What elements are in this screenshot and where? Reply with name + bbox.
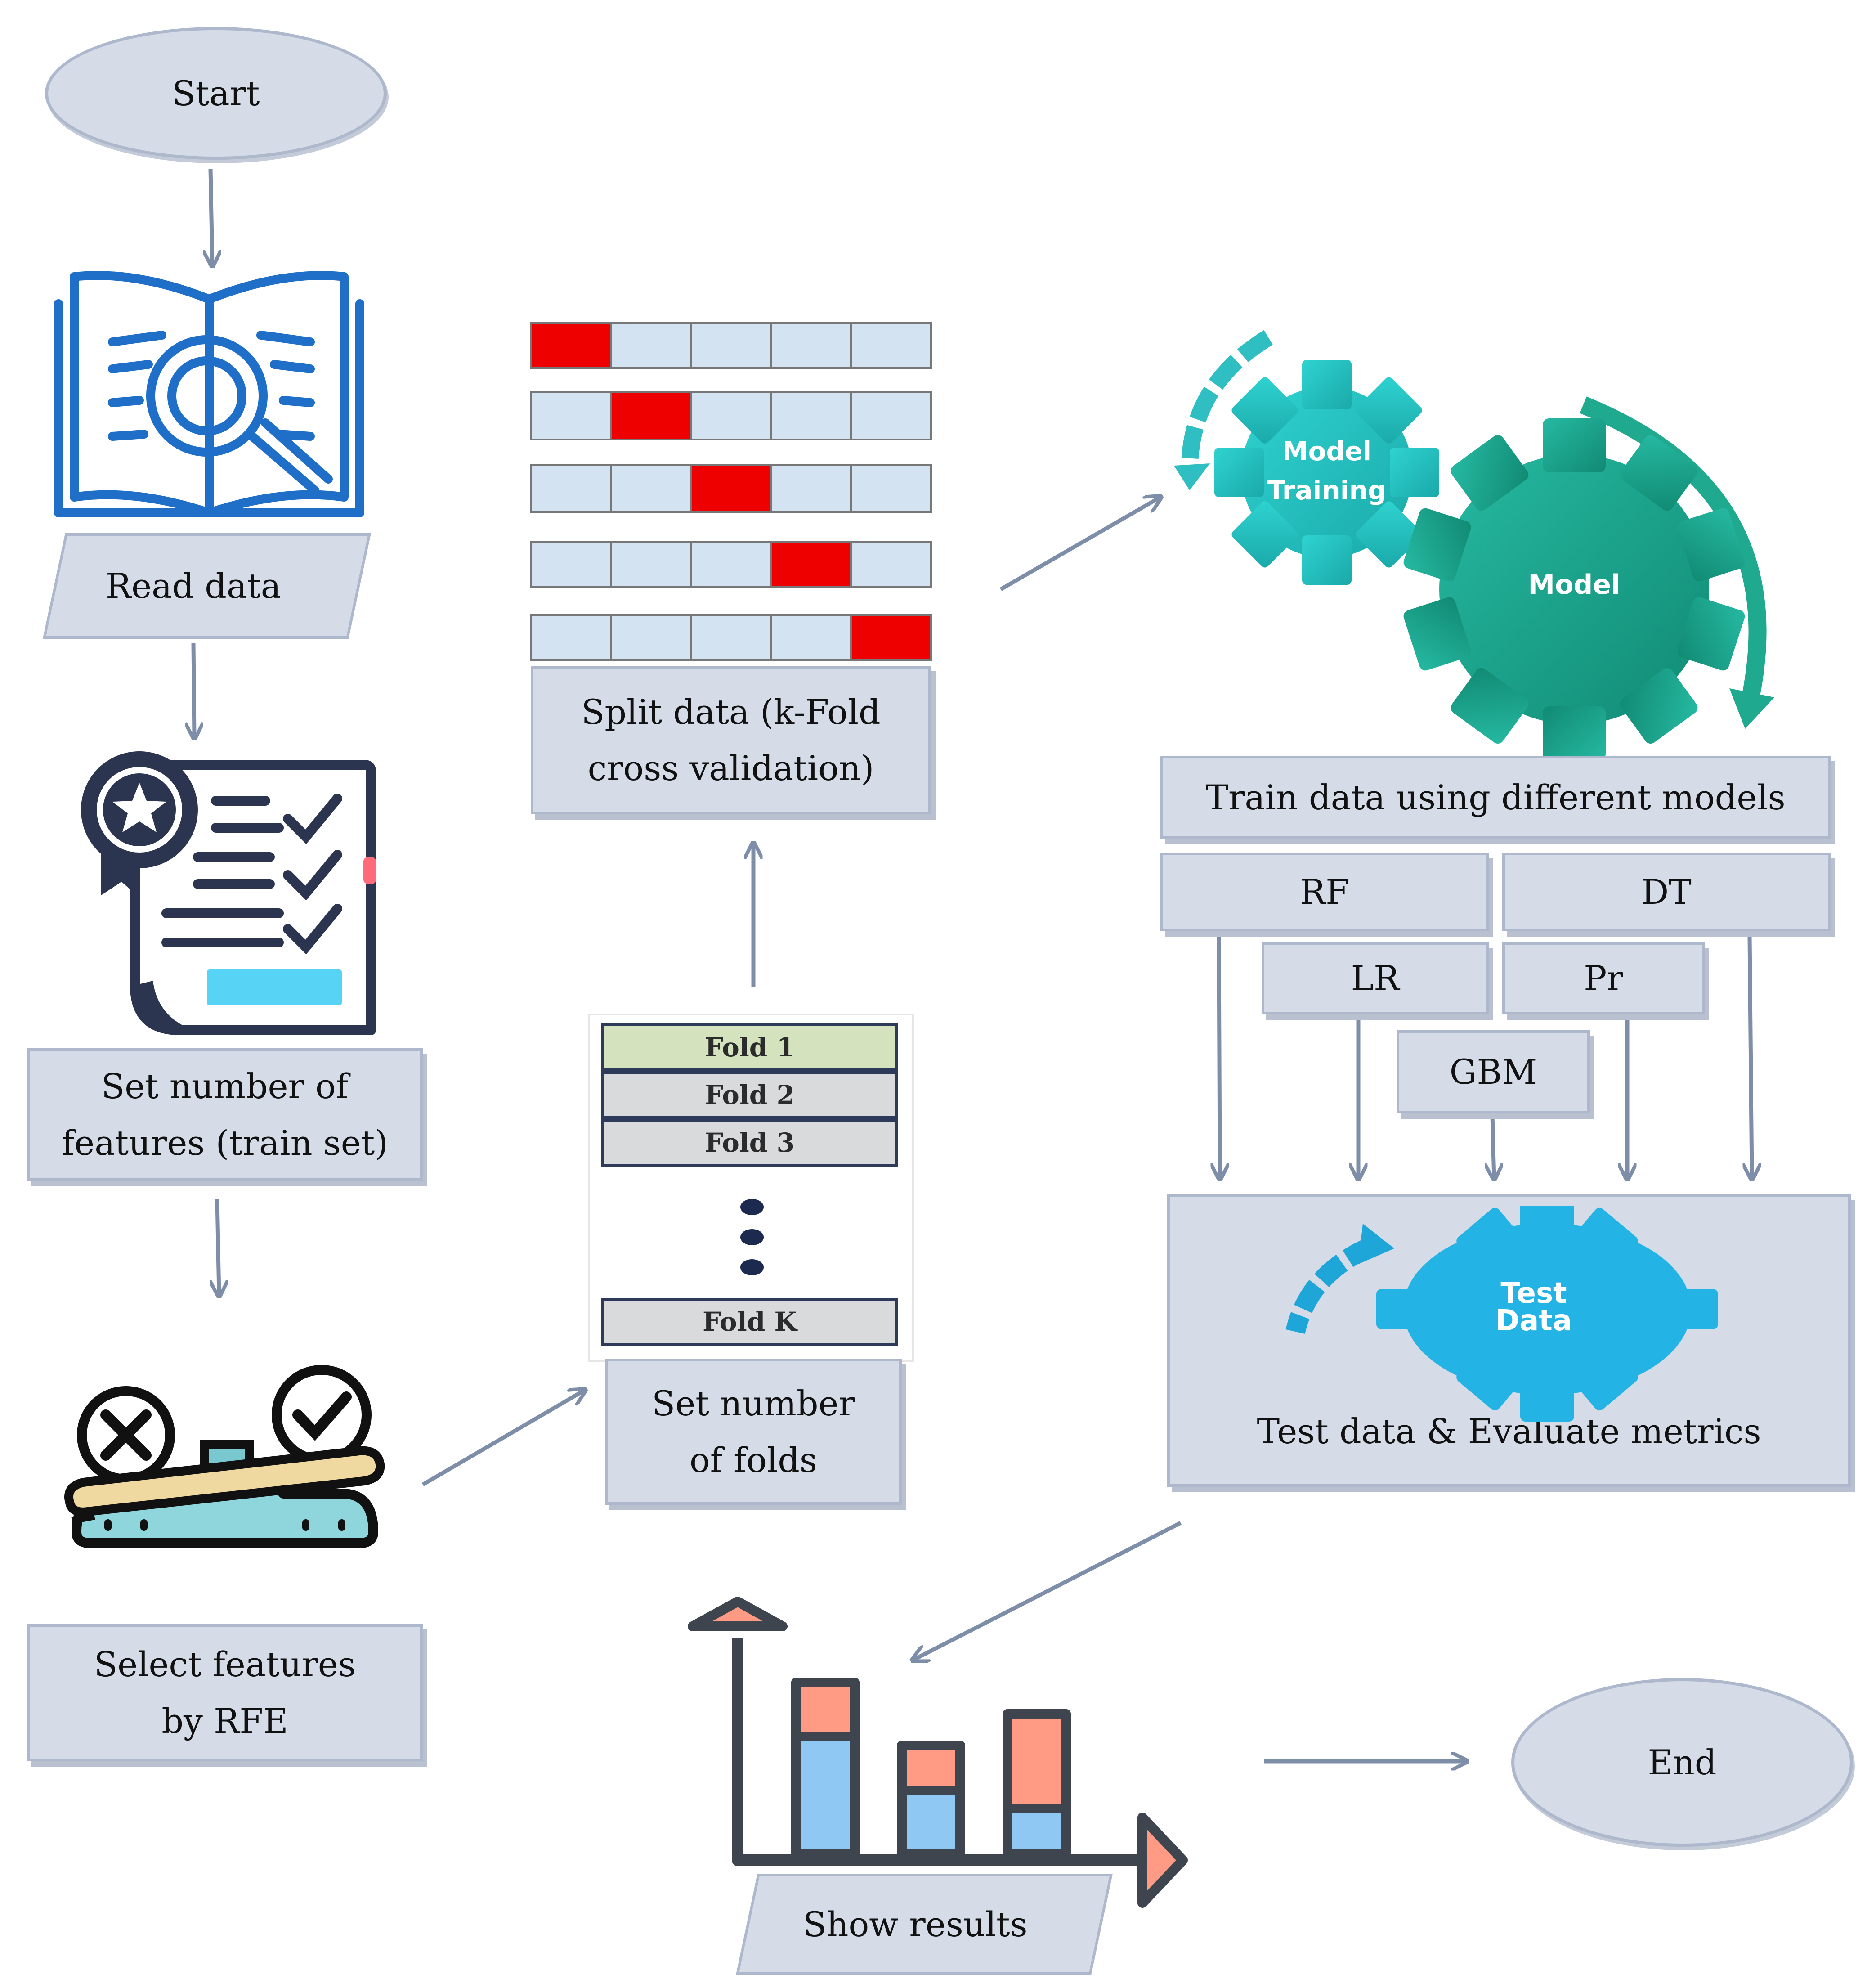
model-gear xyxy=(1403,418,1745,760)
fold-ellipsis-dots xyxy=(740,1199,764,1275)
end-label: End xyxy=(1648,1742,1717,1782)
set-features-step: Set number of features (train set) xyxy=(27,1048,423,1181)
checklist-certificate-icon xyxy=(81,751,376,1035)
book-magnifier-icon xyxy=(54,271,364,517)
model-rf-label: RF xyxy=(1300,871,1349,912)
arrow-test-to-results xyxy=(913,1521,1182,1660)
balance-scale-icon xyxy=(64,1365,385,1548)
train-models-step: Train data using different models xyxy=(1160,756,1831,839)
show-results-step: Show results xyxy=(736,1874,1113,1975)
arrow-rf-to-test xyxy=(1219,935,1220,1179)
model-training-gear xyxy=(1214,360,1439,585)
test-data-gear-icon xyxy=(1285,1206,1718,1422)
fold-3: Fold 3 xyxy=(601,1119,898,1167)
set-folds-step: Set number of folds xyxy=(605,1359,902,1505)
arrow-rfe-to-folds xyxy=(421,1390,585,1486)
arrow-features-to-rfe xyxy=(217,1198,219,1296)
fold-2: Fold 2 xyxy=(601,1071,898,1119)
fold-1: Fold 1 xyxy=(601,1023,898,1071)
kfold-row-5 xyxy=(530,614,932,661)
end-terminal xyxy=(1511,1678,1853,1847)
model-training-gear-label: Model Training xyxy=(1267,436,1387,506)
model-gbm: GBM xyxy=(1397,1030,1590,1113)
fold-k: Fold K xyxy=(601,1298,898,1346)
model-dt: DT xyxy=(1502,853,1831,931)
model-pr-label: Pr xyxy=(1584,958,1623,999)
test-data-gear-label: Test Data xyxy=(1495,1277,1572,1337)
kfold-row-2 xyxy=(530,391,932,440)
read-data-step: Read data xyxy=(43,533,371,639)
show-results-label: Show results xyxy=(803,1904,1028,1944)
model-dt-label: DT xyxy=(1641,871,1692,912)
set-features-label: Set number of features (train set) xyxy=(62,1066,388,1163)
model-gear-label: Model xyxy=(1528,569,1621,601)
start-terminal xyxy=(45,27,387,160)
model-gbm-label: GBM xyxy=(1449,1051,1537,1092)
model-lr: LR xyxy=(1262,942,1489,1014)
read-data-label: Read data xyxy=(105,566,282,606)
model-training-gears xyxy=(1174,330,1774,760)
kfold-rows xyxy=(530,322,932,661)
kfold-row-3 xyxy=(530,464,932,513)
results-bar-chart-icon xyxy=(688,1597,1188,1908)
model-pr: Pr xyxy=(1502,942,1705,1014)
kfold-row-1 xyxy=(530,322,932,369)
arrow-start-to-read xyxy=(210,168,212,265)
fold-k-label: Fold K xyxy=(703,1306,797,1337)
test-evaluate-label: Test data & Evaluate metrics xyxy=(1257,1411,1761,1451)
arrow-dt-to-test xyxy=(1750,935,1752,1179)
curved-arrow-left xyxy=(1181,330,1273,475)
arrow-gbm-to-test xyxy=(1492,1115,1494,1179)
split-data-label: Split data (k-Fold cross validation) xyxy=(581,691,881,788)
model-rf: RF xyxy=(1160,853,1489,931)
model-lr-label: LR xyxy=(1351,958,1400,999)
train-models-label: Train data using different models xyxy=(1205,777,1786,817)
flow-arrows xyxy=(193,168,1752,1761)
arrow-read-to-features xyxy=(193,643,194,738)
set-folds-label: Set number of folds xyxy=(652,1383,855,1480)
start-label: Start xyxy=(172,73,260,113)
arrow-split-to-training xyxy=(999,497,1160,591)
select-rfe-label: Select features by RFE xyxy=(94,1644,356,1741)
split-data-step: Split data (k-Fold cross validation) xyxy=(531,666,931,814)
select-rfe-step: Select features by RFE xyxy=(27,1624,423,1761)
kfold-row-4 xyxy=(530,541,932,588)
